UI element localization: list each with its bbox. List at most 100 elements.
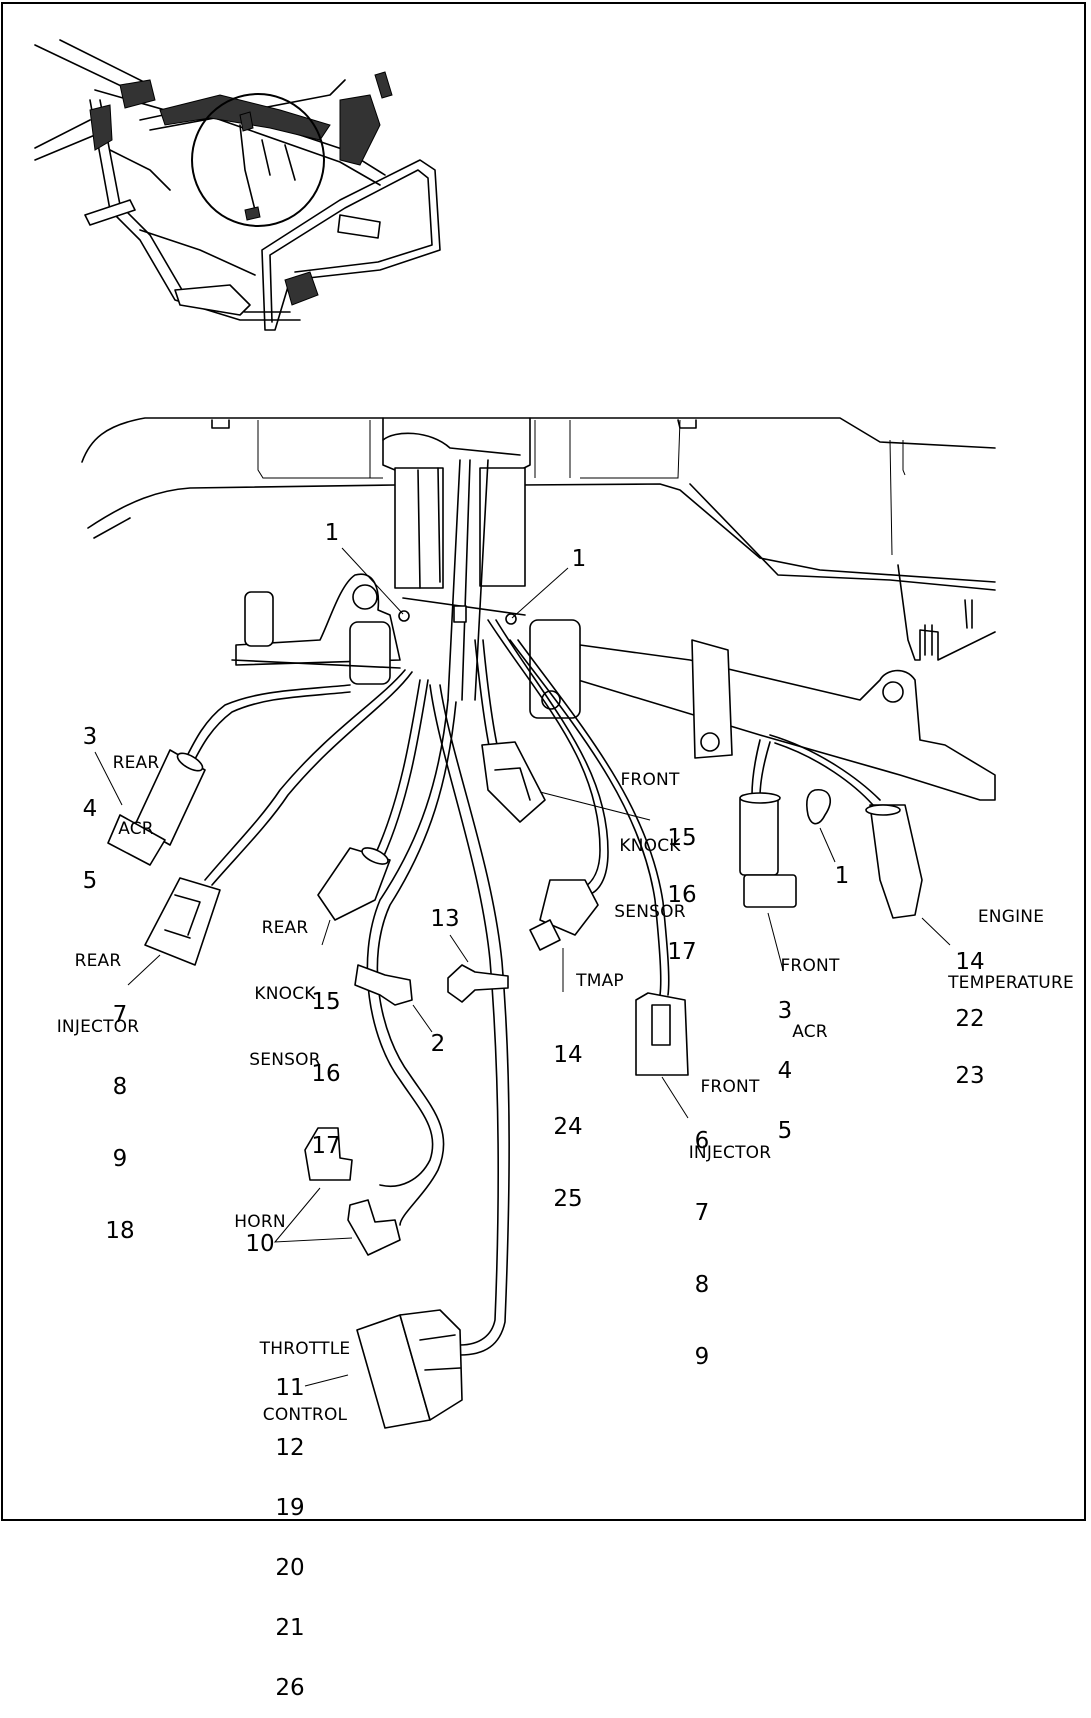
callout-number: 14: [553, 1042, 583, 1068]
callout-number: 15: [667, 825, 697, 851]
horn-connectors: [304, 1127, 401, 1256]
label-throttle-control: THROTTLE CONTROL: [250, 1294, 360, 1448]
front-knock-sensor-connector: [481, 741, 546, 823]
callout-number: 1: [834, 863, 850, 889]
label-line: FRONT: [620, 770, 680, 790]
label-line: SENSOR: [614, 902, 686, 922]
callout-clip-left: 1: [318, 520, 346, 546]
callout-horn-numbers: 10: [240, 1231, 280, 1257]
callout-number: 1: [571, 546, 587, 572]
harness-boots: [394, 459, 526, 701]
label-line: REAR: [74, 951, 122, 971]
callout-number: 17: [311, 1133, 341, 1159]
label-line: THROTTLE: [259, 1339, 351, 1359]
callout-number: 20: [275, 1555, 305, 1581]
label-line: FRONT: [700, 1077, 760, 1097]
callout-rear-knock-numbers: 15 16 17: [306, 942, 346, 1182]
callout-push-pin-clip: 2: [424, 1031, 452, 1057]
front-acr-connector: [739, 792, 797, 908]
callout-number: 14: [955, 949, 985, 975]
callout-number: 16: [667, 882, 697, 908]
callout-fir-tree-clip: 13: [425, 906, 465, 932]
label-tmap: TMAP: [570, 970, 630, 992]
callout-number: 9: [694, 1344, 710, 1370]
label-line: TMAP: [576, 971, 624, 991]
callout-number: 25: [553, 1186, 583, 1212]
callout-number: 1: [324, 520, 340, 546]
leader-lines: [94, 547, 951, 1387]
callout-number: 4: [82, 796, 98, 822]
tmap-connector: [529, 879, 599, 951]
label-rear-knock-sensor: REAR KNOCK SENSOR: [242, 873, 328, 1093]
callout-rear-injector-numbers: 7 8 9 18: [100, 955, 140, 1267]
label-engine-temperature: ENGINE TEMPERATURE: [938, 862, 1084, 1016]
label-line: INJECTOR: [56, 1017, 140, 1037]
label-line: ACR: [118, 819, 154, 839]
callout-number: 7: [112, 1002, 128, 1028]
callout-tmap-numbers: 14 24 25: [548, 995, 588, 1235]
callout-number: 2: [430, 1031, 446, 1057]
label-line: REAR: [112, 753, 160, 773]
rear-injector-connector: [144, 877, 221, 966]
callout-number: 22: [955, 1006, 985, 1032]
label-line: KNOCK: [619, 836, 681, 856]
label-front-acr: FRONT ACR: [772, 911, 848, 1065]
callout-clip-lower: 1: [828, 863, 856, 889]
label-rear-acr: REAR ACR: [100, 708, 172, 862]
callout-rear-acr-numbers: 3 4 5: [76, 677, 104, 917]
callout-number: 19: [275, 1495, 305, 1521]
callout-number: 7: [694, 1200, 710, 1226]
label-rear-injector: REAR INJECTOR: [50, 906, 146, 1060]
rear-knock-sensor-connector: [317, 847, 391, 921]
push-pin-clip: [354, 964, 413, 1006]
callout-front-knock-numbers: 15 16 17: [662, 791, 702, 981]
callout-clip-right: 1: [565, 546, 593, 572]
label-line: ENGINE: [977, 907, 1045, 927]
callout-number: 5: [777, 1118, 793, 1144]
label-line: FRONT: [780, 956, 840, 976]
frame-backbone: [81, 417, 996, 661]
callout-number: 13: [430, 906, 460, 932]
callout-throttle-control-numbers: 11 12 19 20 21 26: [270, 1338, 310, 1718]
callout-number: 5: [82, 868, 98, 894]
callout-number: 12: [275, 1435, 305, 1461]
callout-number: 24: [553, 1114, 583, 1140]
label-line: KNOCK: [254, 984, 316, 1004]
callout-front-acr-numbers: 3 4 5: [771, 961, 799, 1161]
callout-number: 16: [311, 1061, 341, 1087]
callout-number: 26: [275, 1675, 305, 1701]
callout-number: 17: [667, 939, 697, 965]
callout-number: 23: [955, 1063, 985, 1089]
callout-number: 11: [275, 1375, 305, 1401]
label-front-knock-sensor: FRONT KNOCK SENSOR: [605, 725, 695, 945]
callout-engine-temperature-numbers: 14 22 23: [950, 915, 990, 1105]
callout-number: 3: [82, 724, 98, 750]
label-horn: HORN: [228, 1211, 292, 1233]
figure-border: [1, 2, 1086, 1521]
front-injector-connector: [635, 992, 689, 1076]
clip-ring: [806, 789, 831, 825]
inset-frame-overview: [34, 39, 441, 331]
label-front-injector: FRONT INJECTOR: [682, 1032, 778, 1186]
label-line: HORN: [234, 1212, 286, 1232]
callout-number: 18: [105, 1218, 135, 1244]
fir-tree-clip: [447, 964, 509, 1003]
callout-number: 3: [777, 998, 793, 1024]
left-bracket: [231, 573, 401, 685]
diagram-canvas: [34, 39, 996, 1429]
throttle-control-connector: [356, 1309, 463, 1429]
engine-temperature-connector: [865, 804, 923, 919]
label-line: TEMPERATURE: [948, 973, 1074, 993]
right-bracket: [529, 619, 996, 801]
label-line: ACR: [792, 1022, 828, 1042]
label-line: REAR: [261, 918, 309, 938]
callout-number: 10: [245, 1231, 275, 1257]
label-line: INJECTOR: [688, 1143, 772, 1163]
callout-number: 4: [777, 1058, 793, 1084]
callout-number: 8: [112, 1074, 128, 1100]
callout-number: 8: [694, 1272, 710, 1298]
label-line: SENSOR: [249, 1050, 321, 1070]
callout-number: 9: [112, 1146, 128, 1172]
rear-acr-connector: [107, 749, 206, 866]
callout-front-injector-numbers: 6 7 8 9: [688, 1081, 716, 1393]
